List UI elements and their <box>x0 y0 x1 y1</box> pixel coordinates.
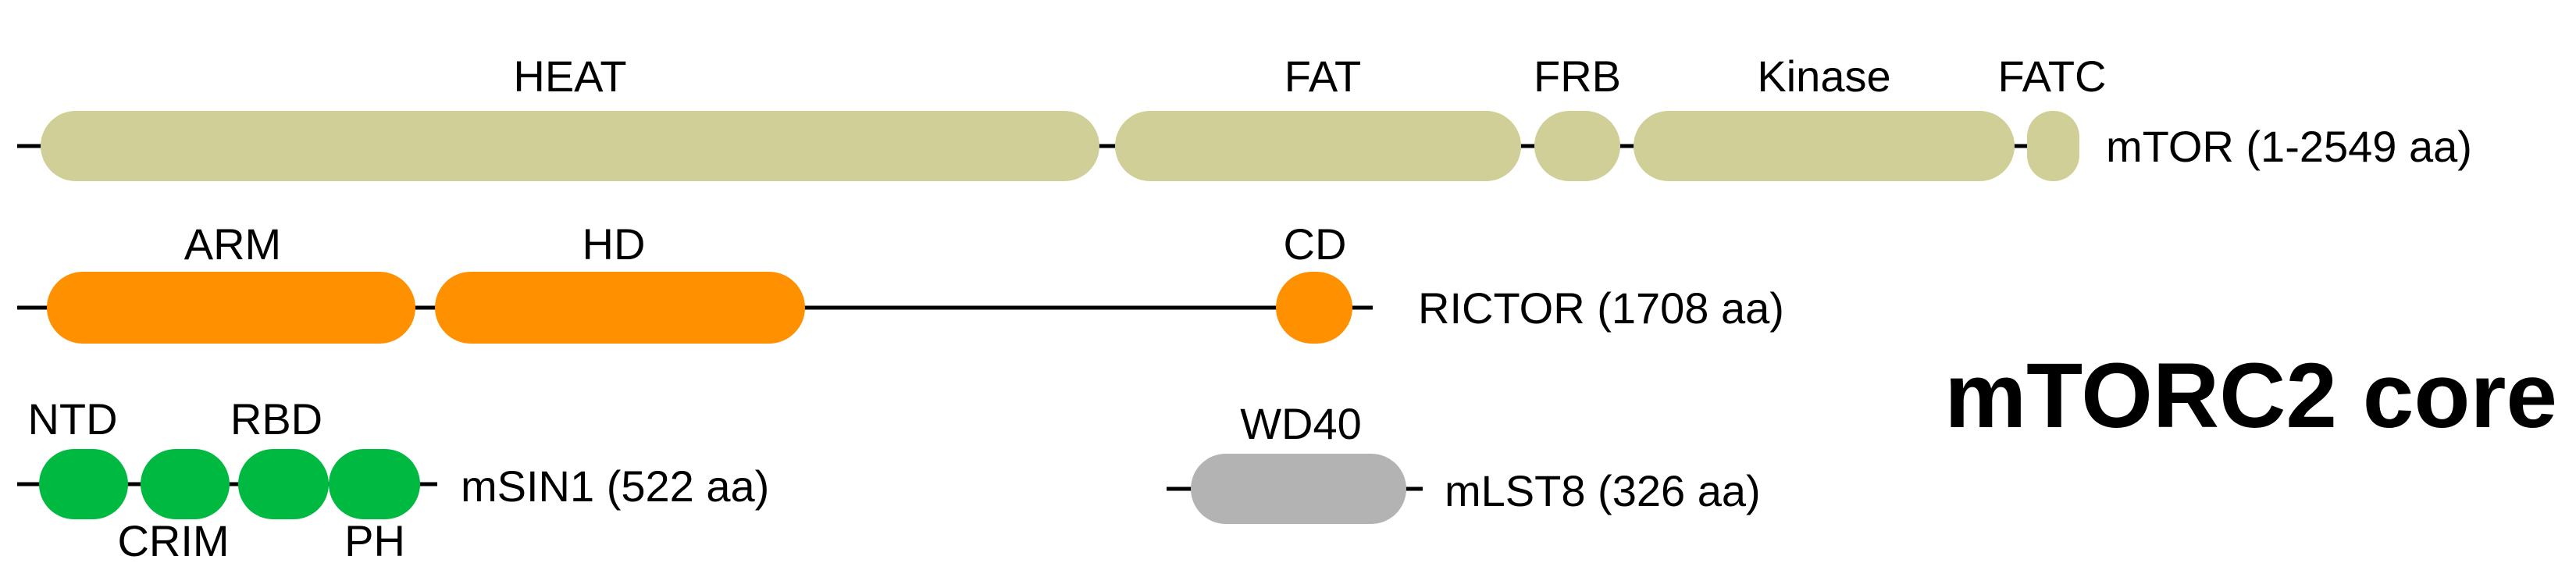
mtor-domain-frb <box>1534 111 1620 181</box>
rictor-name: RICTOR (1708 aa) <box>1418 283 1784 333</box>
rictor-domain-arm <box>47 272 415 344</box>
mlst8-name: mLST8 (326 aa) <box>1445 466 1761 515</box>
rictor-domain-label: CD <box>1284 219 1347 269</box>
rictor-domain-label: HD <box>583 219 646 269</box>
mtor-domain-label: Kinase <box>1757 52 1890 101</box>
msin1-domain-ntd <box>39 449 128 519</box>
rictor-domain-hd <box>435 272 805 344</box>
mtor-name: mTOR (1-2549 aa) <box>2106 122 2472 171</box>
mtor-domain-label: FAT <box>1284 52 1362 101</box>
mlst8-domain-wd40 <box>1191 454 1406 524</box>
msin1-domain-rbd <box>238 449 329 519</box>
rictor-track: ARM HD CD RICTOR (1708 aa) <box>17 219 1784 344</box>
mtor-domain-fatc <box>2027 111 2079 181</box>
mtor-domain-label: FRB <box>1534 52 1621 101</box>
msin1-domain-label: PH <box>344 516 405 565</box>
mlst8-domain-label: WD40 <box>1240 399 1362 448</box>
msin1-domain-ph <box>329 449 420 519</box>
msin1-domain-label: CRIM <box>117 516 229 565</box>
msin1-domain-label: RBD <box>230 394 322 444</box>
msin1-name: mSIN1 (522 aa) <box>461 461 769 511</box>
mtor-domain-label: HEAT <box>513 52 626 101</box>
mtor-domain-label: FATC <box>1998 52 2107 101</box>
mlst8-track: WD40 mLST8 (326 aa) <box>1167 399 1761 524</box>
rictor-domain-cd <box>1276 272 1352 344</box>
msin1-domain-label: NTD <box>27 394 117 444</box>
mtor-track: HEAT FAT FRB Kinase FATC mTOR (1-2549 aa… <box>17 52 2472 181</box>
mtor-domain-fat <box>1115 111 1521 181</box>
complex-title: mTORC2 core <box>1944 344 2557 447</box>
msin1-domain-crim <box>141 449 230 519</box>
msin1-track: NTD CRIM RBD PH mSIN1 (522 aa) <box>17 394 769 565</box>
rictor-domain-label: ARM <box>184 219 281 269</box>
mtor-domain-heat <box>41 111 1099 181</box>
mtor-domain-kinase <box>1634 111 2015 181</box>
